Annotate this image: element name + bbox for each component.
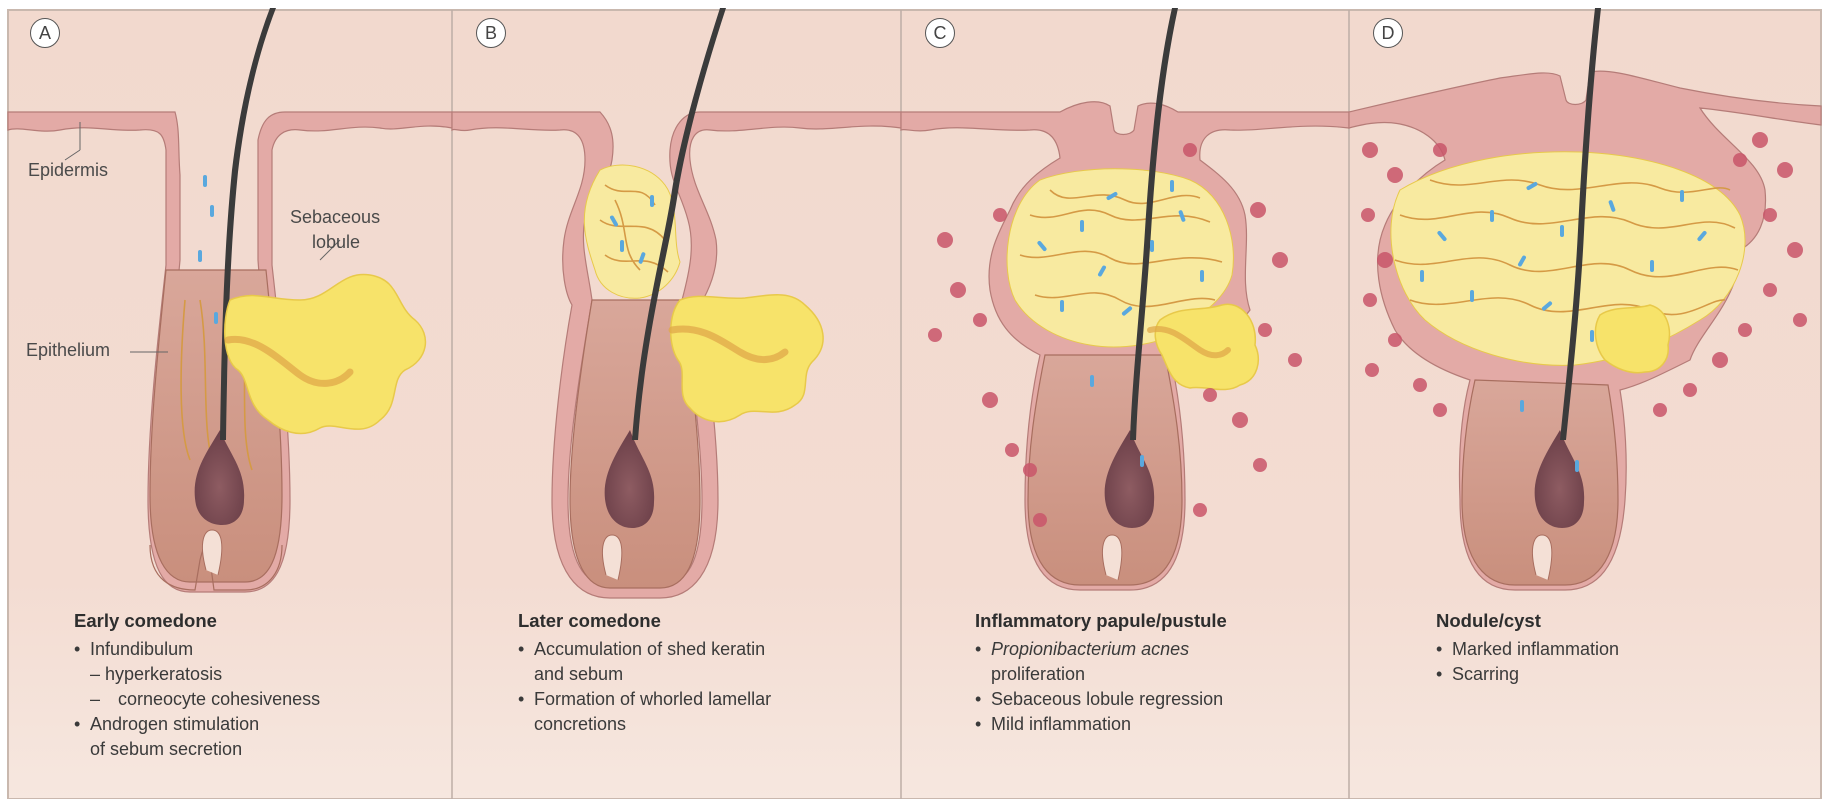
panel-d-bullet-2: Scarring — [1436, 662, 1829, 687]
panel-a-dash-2: –corneocyte cohesiveness — [74, 687, 474, 712]
panel-a-caption: Early comedone Infundibulum – hyperkerat… — [74, 608, 474, 762]
panel-b-bullet-1: Accumulation of shed keratin — [518, 637, 918, 662]
panel-c-bullet-1-cont: proliferation — [975, 662, 1375, 687]
panel-c-letter: C — [925, 18, 955, 48]
panel-a-bullet-1: Infundibulum — [74, 637, 474, 662]
label-sebaceous: Sebaceous — [290, 207, 380, 228]
panel-b-bullet-1-cont: and sebum — [518, 662, 918, 687]
label-epithelium: Epithelium — [26, 340, 110, 361]
panel-c-title: Inflammatory papule/pustule — [975, 608, 1375, 633]
panel-d-caption: Nodule/cyst Marked inflammation Scarring — [1436, 608, 1829, 687]
panel-b-caption: Later comedone Accumulation of shed kera… — [518, 608, 918, 737]
label-epidermis: Epidermis — [28, 160, 108, 181]
panel-a-letter: A — [30, 18, 60, 48]
panel-b-letter: B — [476, 18, 506, 48]
panel-c-bullet-1: Propionibacterium acnes — [975, 637, 1375, 662]
panel-c-bullet-2: Sebaceous lobule regression — [975, 687, 1375, 712]
panel-c-papilla — [1102, 535, 1121, 580]
panel-a-papilla — [202, 530, 221, 575]
panel-a-bullet-2-cont: of sebum secretion — [74, 737, 474, 762]
panel-b-bullet-2-cont: concretions — [518, 712, 918, 737]
panel-d-papilla — [1532, 535, 1551, 580]
panel-d-bullet-1: Marked inflammation — [1436, 637, 1829, 662]
panel-d-title: Nodule/cyst — [1436, 608, 1829, 633]
label-lobule: lobule — [312, 232, 360, 253]
panel-a-dash-1: – hyperkeratosis — [74, 662, 474, 687]
panel-b-bullet-2: Formation of whorled lamellar — [518, 687, 918, 712]
panel-b-title: Later comedone — [518, 608, 918, 633]
panel-d-letter: D — [1373, 18, 1403, 48]
panel-c-bullet-3: Mild inflammation — [975, 712, 1375, 737]
panel-a-bullet-2: Androgen stimulation — [74, 712, 474, 737]
panel-a-title: Early comedone — [74, 608, 474, 633]
panel-c-caption: Inflammatory papule/pustule Propionibact… — [975, 608, 1375, 737]
panel-b-papilla — [602, 535, 621, 580]
